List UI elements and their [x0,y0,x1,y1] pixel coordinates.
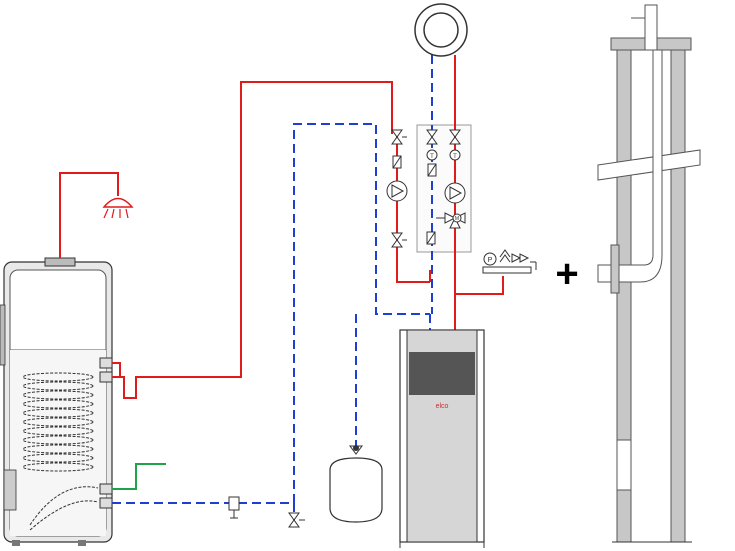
shower-icon [59,172,134,258]
hot-water-tank [0,257,113,546]
boiler-brand-label: elco [436,403,449,410]
motor-label: M [455,216,459,222]
drain-valve-icon [288,512,305,528]
module-components [426,129,466,245]
boiler [399,329,485,548]
tank-flow-pipe [112,81,430,399]
heating-circuit-components [386,129,408,248]
safety-line [455,276,504,295]
tank-return-pipe [112,123,431,520]
temp-label-flow: T [453,154,457,160]
temp-label-return: T [430,154,434,160]
expansion-vessel-icon [329,445,383,523]
safety-group-icon [482,249,537,274]
chimney [597,4,701,543]
cold-water-line [112,463,166,490]
flue-ring-icon [414,3,468,57]
plus-icon: + [555,252,578,296]
pressure-label: P [488,257,493,264]
filter-icon [228,496,240,519]
tank-heating-coil [22,372,99,531]
